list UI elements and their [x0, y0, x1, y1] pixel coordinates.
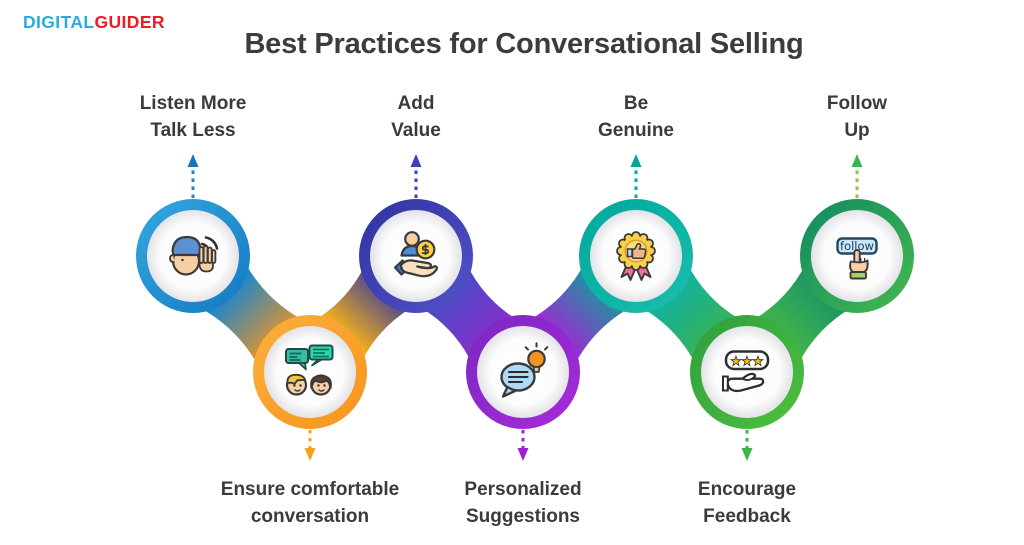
svg-text:★: ★: [741, 355, 753, 370]
label-line: Encourage: [697, 479, 797, 500]
add-value-icon: [393, 231, 439, 278]
label-comfortable-conversation: Ensure comfortable conversation: [221, 476, 399, 530]
arrow-follow-up: [851, 154, 863, 198]
label-line: Value: [391, 120, 441, 141]
follow-icon: follow: [836, 237, 878, 280]
arrow-comfortable-conversation: [304, 430, 316, 461]
arrow-add-value: [410, 154, 422, 198]
digitalguider-logo: DIGITALGUIDER: [23, 12, 165, 33]
genuine-badge-icon: [616, 231, 656, 281]
arrow-personalized-suggestions: [517, 430, 529, 461]
label-line: Add: [397, 93, 435, 114]
label-line: Genuine: [597, 120, 675, 141]
label-line: Follow: [826, 93, 888, 114]
suggestion-icon: [500, 342, 549, 398]
svg-text:follow: follow: [840, 239, 874, 253]
page-title: Best Practices for Conversational Sellin…: [244, 28, 804, 60]
label-line: Be: [623, 93, 649, 114]
node-circle-comfortable-conversation: [253, 315, 367, 429]
node-circle-encourage-feedback: [690, 315, 804, 429]
svg-text:★: ★: [752, 355, 764, 370]
label-line: Personalized: [464, 479, 582, 500]
label-line: Up: [844, 120, 870, 141]
label-line: Feedback: [703, 506, 791, 527]
label-line: Listen More: [139, 93, 247, 114]
listening-icon: [169, 235, 219, 276]
label-line: Talk Less: [150, 120, 236, 141]
arrow-encourage-feedback: [741, 430, 753, 461]
arrow-be-genuine: [630, 154, 642, 198]
feedback-icon: ★★★: [722, 350, 770, 393]
label-line: Ensure comfortable: [220, 479, 400, 500]
svg-text:★: ★: [730, 355, 742, 370]
label-line: conversation: [250, 506, 370, 527]
label-line: Suggestions: [465, 506, 580, 527]
arrow-listen-more: [187, 154, 199, 198]
logo-part-guider: GUIDER: [94, 12, 165, 32]
conversation-icon: [285, 344, 334, 396]
logo-part-digital: DIGITAL: [23, 12, 95, 32]
